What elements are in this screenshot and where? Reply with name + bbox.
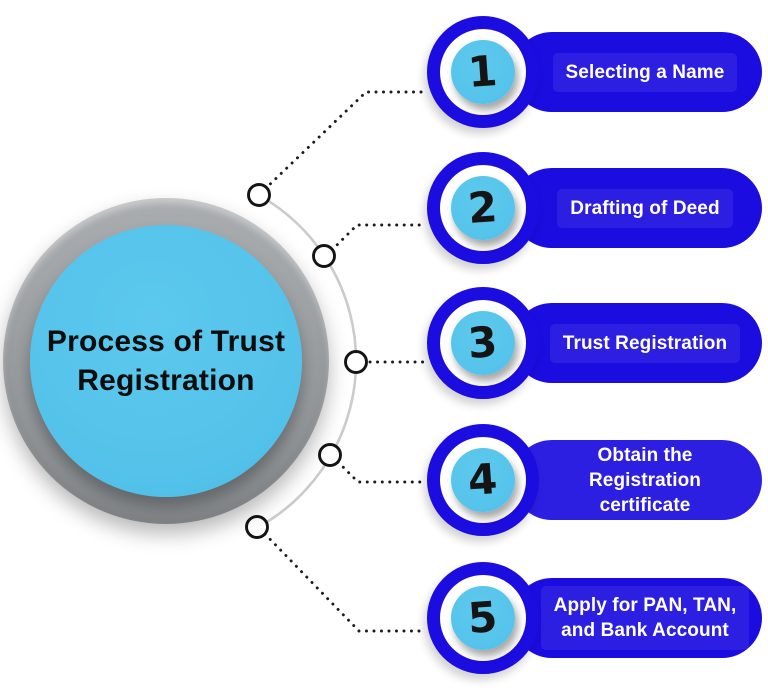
node-dot-4 bbox=[318, 443, 342, 467]
step-number-1: 1 bbox=[466, 46, 500, 97]
step-label-5: Apply for PAN, TAN, and Bank Account bbox=[540, 586, 750, 650]
connector-line-1 bbox=[263, 90, 428, 191]
step-label-1: Selecting a Name bbox=[552, 52, 738, 92]
step-pill-2: Drafting of Deed bbox=[512, 168, 762, 248]
step-number-circle-1: 1 bbox=[451, 40, 515, 104]
connector-line-2 bbox=[330, 223, 428, 252]
node-dot-2 bbox=[312, 244, 336, 268]
step-row-1: Selecting a Name 1 bbox=[427, 16, 768, 128]
node-dot-1 bbox=[247, 183, 271, 207]
node-dot-5 bbox=[245, 515, 269, 539]
step-number-circle-5: 5 bbox=[451, 586, 515, 650]
main-circle-inner: Process of Trust Registration bbox=[30, 225, 302, 497]
connector-line-5 bbox=[263, 532, 428, 633]
step-ring-2: 2 bbox=[427, 152, 539, 264]
step-pill-3: Trust Registration bbox=[512, 303, 762, 383]
step-row-2: Drafting of Deed 2 bbox=[427, 152, 768, 264]
page-title: Process of Trust Registration bbox=[47, 322, 285, 400]
connector-line-4 bbox=[336, 460, 428, 484]
node-dot-3 bbox=[344, 350, 368, 374]
step-ring-4: 4 bbox=[427, 424, 539, 536]
step-number-3: 3 bbox=[466, 317, 500, 368]
step-pill-1: Selecting a Name bbox=[512, 32, 762, 112]
step-number-circle-2: 2 bbox=[451, 176, 515, 240]
step-number-5: 5 bbox=[466, 592, 500, 643]
step-ring-5: 5 bbox=[427, 562, 539, 674]
step-pill-5: Apply for PAN, TAN, and Bank Account bbox=[512, 578, 762, 658]
step-pill-4: Obtain the Registration certificate bbox=[512, 435, 762, 525]
step-row-4: Obtain the Registration certificate 4 bbox=[427, 424, 768, 536]
step-row-5: Apply for PAN, TAN, and Bank Account 5 bbox=[427, 562, 768, 674]
step-row-3: Trust Registration 3 bbox=[427, 287, 768, 399]
step-number-4: 4 bbox=[466, 454, 500, 505]
page-title-line1: Process of Trust bbox=[46, 325, 286, 358]
step-number-circle-4: 4 bbox=[451, 448, 515, 512]
main-circle: Process of Trust Registration bbox=[3, 198, 329, 524]
step-label-2: Drafting of Deed bbox=[557, 188, 733, 228]
page-title-line2: Registration bbox=[77, 364, 255, 397]
step-ring-1: 1 bbox=[427, 16, 539, 128]
step-number-circle-3: 3 bbox=[451, 311, 515, 375]
step-number-2: 2 bbox=[466, 182, 500, 233]
step-label-3: Trust Registration bbox=[549, 323, 741, 363]
step-ring-3: 3 bbox=[427, 287, 539, 399]
step-label-4: Obtain the Registration certificate bbox=[528, 435, 762, 525]
